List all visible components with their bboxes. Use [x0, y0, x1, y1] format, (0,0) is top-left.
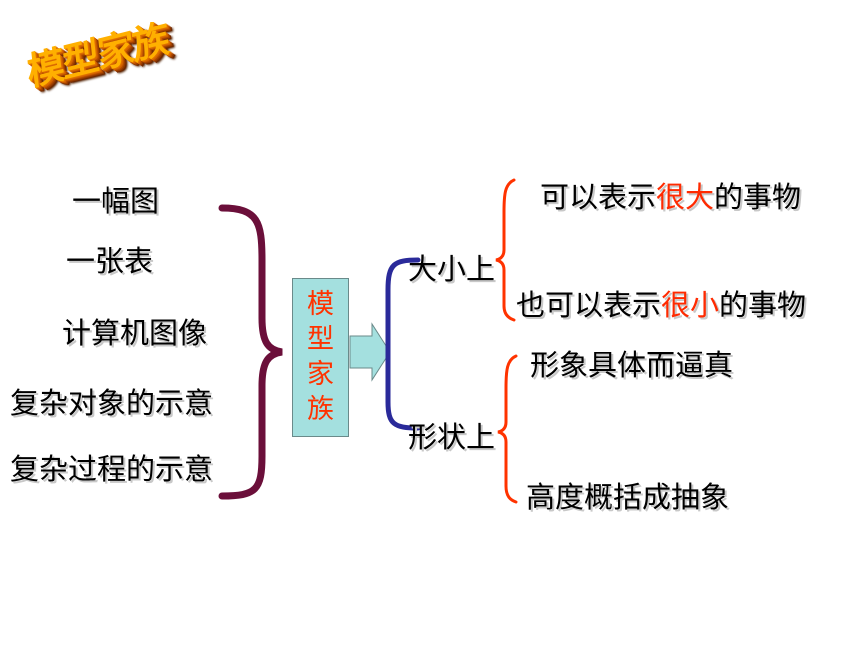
- middle-bracket: [385, 257, 421, 431]
- shape-line-1: 形象具体而逼真: [530, 348, 734, 382]
- size-line-1: 可以表示很大的事物: [540, 174, 801, 216]
- branch-shape-label: 形状上: [408, 420, 496, 454]
- size-line-2: 也可以表示很小的事物: [516, 282, 806, 324]
- size-line-1-post: 的事物: [714, 180, 802, 214]
- size-line-1-pre: 可以表示: [540, 180, 657, 214]
- branch-size-label: 大小上: [408, 252, 496, 286]
- left-brace: [218, 204, 283, 500]
- box-char-4: 族: [307, 394, 334, 425]
- left-item-5: 复杂过程的示意: [10, 452, 214, 486]
- size-line-2-post: 的事物: [719, 288, 807, 322]
- shape-line-2: 高度概括成抽象: [526, 480, 730, 514]
- model-family-box: 模 型 家 族: [292, 278, 349, 437]
- left-item-1: 一幅图: [72, 184, 160, 218]
- box-char-3: 家: [307, 359, 334, 390]
- size-line-2-pre: 也可以表示: [516, 288, 662, 322]
- box-char-2: 型: [307, 324, 334, 355]
- arrow-shape: [349, 322, 391, 382]
- upper-right-bracket: [495, 178, 516, 322]
- size-line-1-highlight: 很大: [656, 180, 715, 214]
- left-item-3: 计算机图像: [62, 316, 208, 350]
- left-item-2: 一张表: [66, 244, 154, 278]
- box-char-1: 模: [307, 289, 334, 320]
- size-line-2-highlight: 很小: [661, 288, 720, 322]
- left-item-4: 复杂对象的示意: [10, 386, 214, 420]
- lower-right-bracket: [497, 354, 518, 504]
